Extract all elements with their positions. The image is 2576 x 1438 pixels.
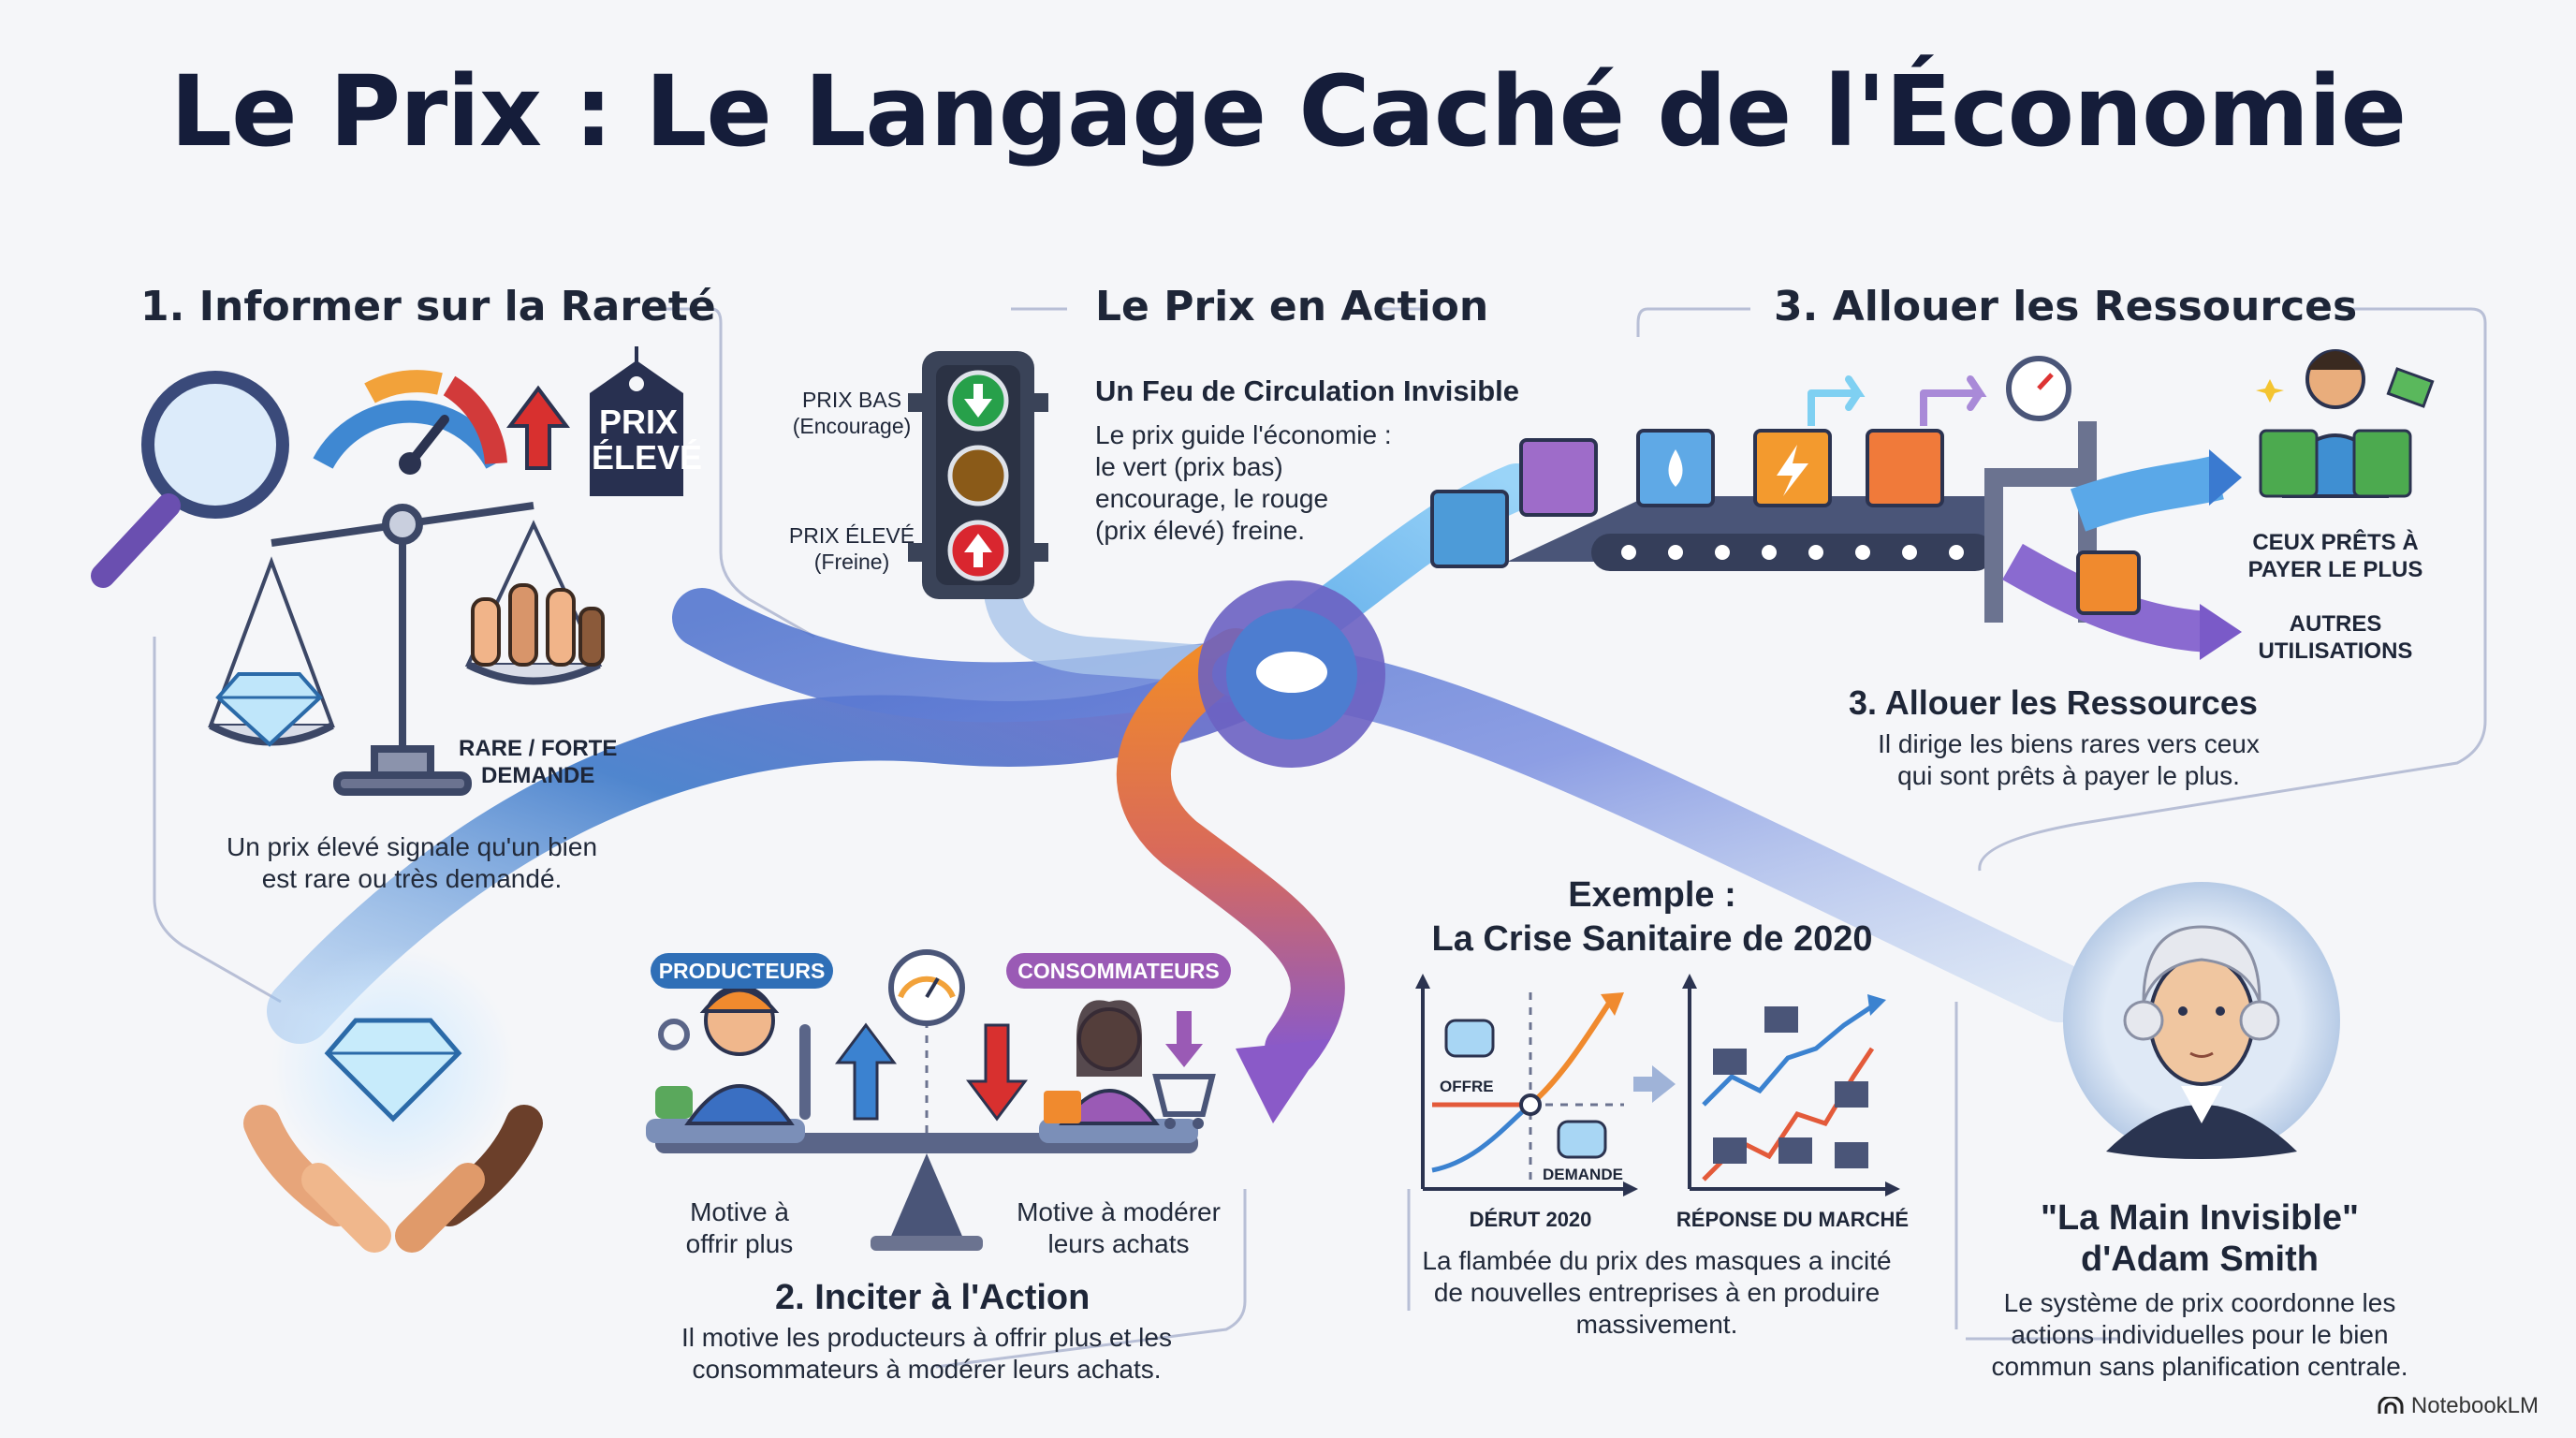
- price-tag-label: PRIX ÉLEVÉ: [592, 403, 703, 477]
- notebooklm-logo-icon: [2378, 1397, 2404, 1414]
- producers-pill: PRODUCTEURS: [651, 953, 833, 989]
- green-light-label: PRIX BAS (Encourage): [792, 388, 912, 438]
- allocate-subheading: 3. Allouer les Ressources: [1849, 683, 2258, 722]
- rich-person-icon: [2256, 349, 2435, 498]
- producers-caption: Motive à offrir plus: [685, 1197, 794, 1258]
- incentive-description: Il motive les producteurs à offrir plus …: [681, 1323, 1172, 1384]
- market-response-chart: [1682, 974, 1900, 1196]
- page-title: Le Prix : Le Langage Caché de l'Économie: [169, 54, 2407, 169]
- diamond-hands-icon: [243, 946, 543, 1253]
- price-tag-icon: [590, 346, 683, 496]
- price-tag-line2: ÉLEVÉ: [592, 438, 703, 477]
- raised-hands-icon: [471, 583, 605, 667]
- smith-description: Le système de prix coordonne les actions…: [1991, 1288, 2408, 1381]
- rare-demand-label: RARE / FORTE DEMANDE: [459, 736, 618, 788]
- traffic-light-subheading: Un Feu de Circulation Invisible: [1095, 374, 1520, 407]
- magnifier-icon: [91, 371, 289, 588]
- action-heading: Le Prix en Action: [1095, 283, 1489, 330]
- gauge-icon: [313, 370, 507, 475]
- brand-label: NotebookLM: [2410, 1393, 2539, 1418]
- example-heading-line1: Exemple :: [1568, 875, 1736, 915]
- demand-label: DEMANDE: [1543, 1166, 1623, 1183]
- section-scarcity-heading: 1. Informer sur la Rareté: [140, 283, 716, 330]
- supply-label: OFFRE: [1440, 1078, 1494, 1095]
- chart1-caption: DÉRUT 2020: [1469, 1208, 1592, 1231]
- allocate-description: Il dirige les biens rares vers ceux qui …: [1878, 729, 2260, 790]
- top-destination-label: CEUX PRÊTS À PAYER LE PLUS: [2247, 530, 2423, 582]
- price-tag-line1: PRIX: [598, 403, 679, 441]
- brand-badge: NotebookLM: [2378, 1393, 2539, 1419]
- smith-heading-line1: "La Main Invisible": [2040, 1198, 2360, 1238]
- adam-smith-portrait: [2063, 882, 2340, 1159]
- arrow-right-icon: [1633, 1065, 1676, 1103]
- incentive-heading: 2. Inciter à l'Action: [775, 1278, 1090, 1317]
- arrow-up-icon: [506, 385, 570, 470]
- arrow-down-red-icon: [966, 1023, 1028, 1122]
- producer-worker-icon: [655, 985, 811, 1125]
- balance-scale-icon: [208, 502, 603, 796]
- allocate-heading: 3. Allouer les Ressources: [1774, 283, 2358, 330]
- diamond-icon: [215, 672, 323, 747]
- chart2-caption: RÉPONSE DU MARCHÉ: [1676, 1208, 1910, 1231]
- consumers-pill: CONSOMMATEURS: [1006, 953, 1231, 989]
- example-heading-line2: La Crise Sanitaire de 2020: [1431, 919, 1873, 959]
- connector-lines: [153, 307, 2487, 1369]
- traffic-light-description: Le prix guide l'économie : le vert (prix…: [1095, 420, 1392, 545]
- bottom-destination-label: AUTRES UTILISATIONS: [2258, 611, 2413, 664]
- consumer-shopper-icon: [1044, 1000, 1216, 1129]
- traffic-light-icon: [908, 351, 1048, 599]
- conveyor-belt-icon: [1430, 356, 2242, 660]
- consumers-caption: Motive à modérer leurs achats: [1017, 1197, 1221, 1258]
- smith-heading-line2: d'Adam Smith: [2081, 1240, 2319, 1279]
- red-light-label: PRIX ÉLEVÉ (Freine): [788, 523, 915, 574]
- arrow-up-blue-icon: [835, 1022, 897, 1121]
- supply-demand-chart: [1415, 974, 1638, 1196]
- scarcity-description: Un prix élevé signale qu'un bien est rar…: [226, 832, 598, 893]
- flow-bands: [267, 463, 2089, 1123]
- example-description: La flambée du prix des masques a incité …: [1422, 1246, 1892, 1339]
